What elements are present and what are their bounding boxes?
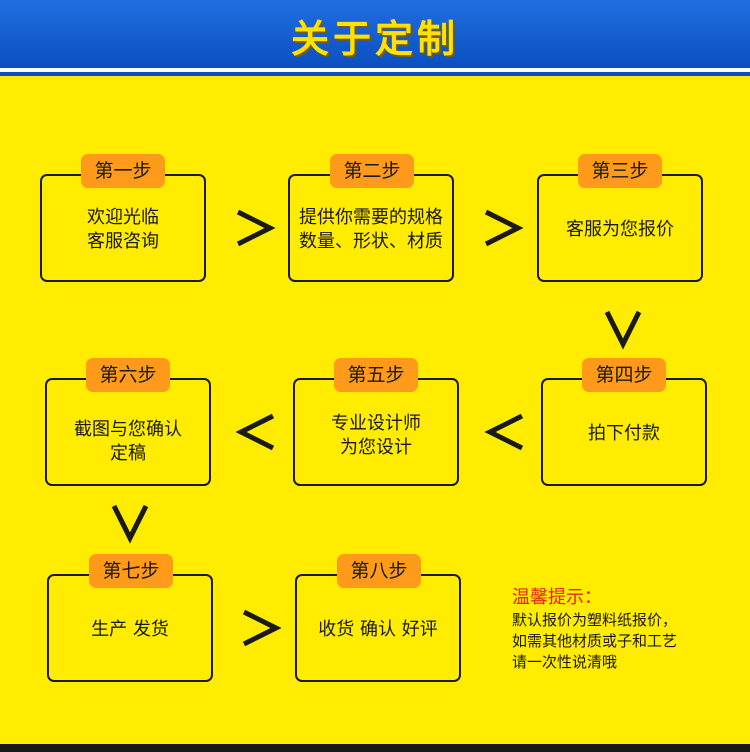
header-banner: 关于定制 — [0, 0, 750, 72]
tip-line: 如需其他材质或子和工艺 — [512, 632, 678, 650]
step-7-label: 第七步 — [89, 554, 173, 588]
step-8-label: 第八步 — [337, 554, 421, 588]
step-2-label: 第二步 — [330, 154, 414, 188]
step-5-text: 专业设计师 为您设计 — [331, 413, 421, 458]
arrow-right-icon — [238, 606, 282, 650]
step-1-text: 欢迎光临 客服咨询 — [87, 207, 159, 252]
step-4-label: 第四步 — [582, 358, 666, 392]
arrow-left-icon — [235, 410, 279, 454]
arrow-right-icon — [480, 206, 524, 250]
tip-title: 温馨提示： — [512, 587, 602, 608]
step-5-label: 第五步 — [334, 358, 418, 392]
bottom-divider — [0, 744, 750, 752]
step-3-label: 第三步 — [578, 154, 662, 188]
arrow-down-icon — [108, 500, 152, 544]
step-3-text: 客服为您报价 — [566, 219, 674, 240]
step-4-text: 拍下付款 — [588, 423, 660, 444]
arrow-right-icon — [232, 206, 276, 250]
step-6-text: 截图与您确认 定稿 — [74, 419, 182, 464]
tip-line: 默认报价为塑料纸报价， — [512, 611, 678, 629]
step-1-label: 第一步 — [81, 154, 165, 188]
tip-line: 请一次性说清哦 — [512, 653, 618, 671]
step-6-label: 第六步 — [86, 358, 170, 392]
step-2-text: 提供你需要的规格 数量、形状、材质 — [299, 207, 443, 252]
step-7-text: 生产 发货 — [91, 619, 169, 640]
arrow-left-icon — [484, 410, 528, 454]
tip-note: 温馨提示： 默认报价为塑料纸报价， 如需其他材质或子和工艺 请一次性说清哦 — [512, 586, 742, 673]
page-title: 关于定制 — [290, 17, 459, 61]
arrow-down-icon — [601, 306, 645, 350]
step-8-text: 收货 确认 好评 — [318, 619, 438, 640]
